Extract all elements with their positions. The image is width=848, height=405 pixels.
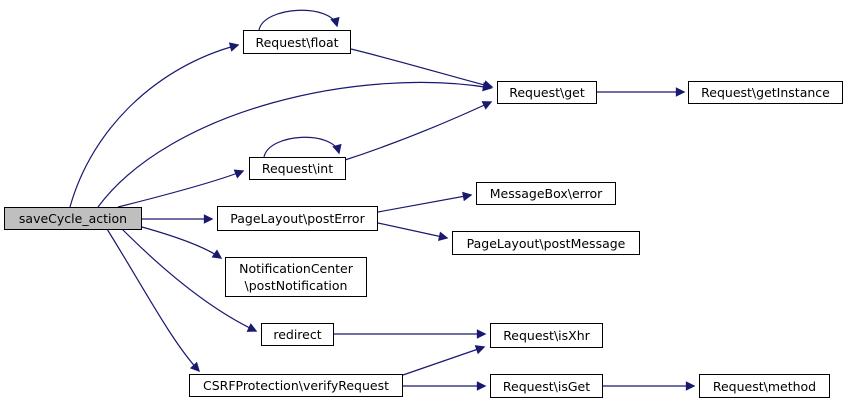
node-csrfprotection-verifyrequest[interactable]: CSRFProtection\verifyRequest <box>189 374 403 397</box>
node-request-isxhr[interactable]: Request\isXhr <box>490 323 603 348</box>
node-pagelayout-postmessage[interactable]: PageLayout\postMessage <box>452 231 640 255</box>
edge-savecycle-to-get <box>97 81 493 208</box>
edge-posterror-to-postmessage <box>377 222 449 241</box>
node-pagelayout-posterror[interactable]: PageLayout\postError <box>217 206 378 231</box>
node-notificationcenter-postnotification[interactable]: NotificationCenter \postNotification <box>225 257 367 297</box>
node-label-line: \postNotification <box>244 278 348 293</box>
edge-savecycle-to-float <box>69 42 240 208</box>
node-label-line: NotificationCenter <box>239 261 353 276</box>
node-request-float[interactable]: Request\float <box>243 30 351 54</box>
edge-float-to-get <box>350 48 494 90</box>
edge-savecycle-to-postnotification <box>141 226 223 259</box>
node-redirect[interactable]: redirect <box>261 323 334 346</box>
edge-posterror-to-messageboxerror <box>377 191 473 213</box>
edge-savecycle-to-verifyrequest <box>106 228 200 373</box>
node-request-int[interactable]: Request\int <box>249 157 346 180</box>
edge-savecycle-to-int <box>117 169 245 208</box>
node-request-getinstance[interactable]: Request\getInstance <box>688 81 843 104</box>
node-request-get[interactable]: Request\get <box>497 81 597 104</box>
node-savecycle-action: saveCycle_action <box>4 207 142 230</box>
edge-savecycle-to-redirect <box>121 228 258 332</box>
edge-int-to-get <box>344 101 493 161</box>
edge-float-self-loop <box>258 9 340 31</box>
node-request-isget[interactable]: Request\isGet <box>490 374 603 398</box>
edge-verifyrequest-to-isxhr <box>402 345 486 376</box>
node-messagebox-error[interactable]: MessageBox\error <box>476 182 616 205</box>
node-request-method[interactable]: Request\method <box>699 374 830 398</box>
edge-int-self-loop <box>263 136 342 158</box>
